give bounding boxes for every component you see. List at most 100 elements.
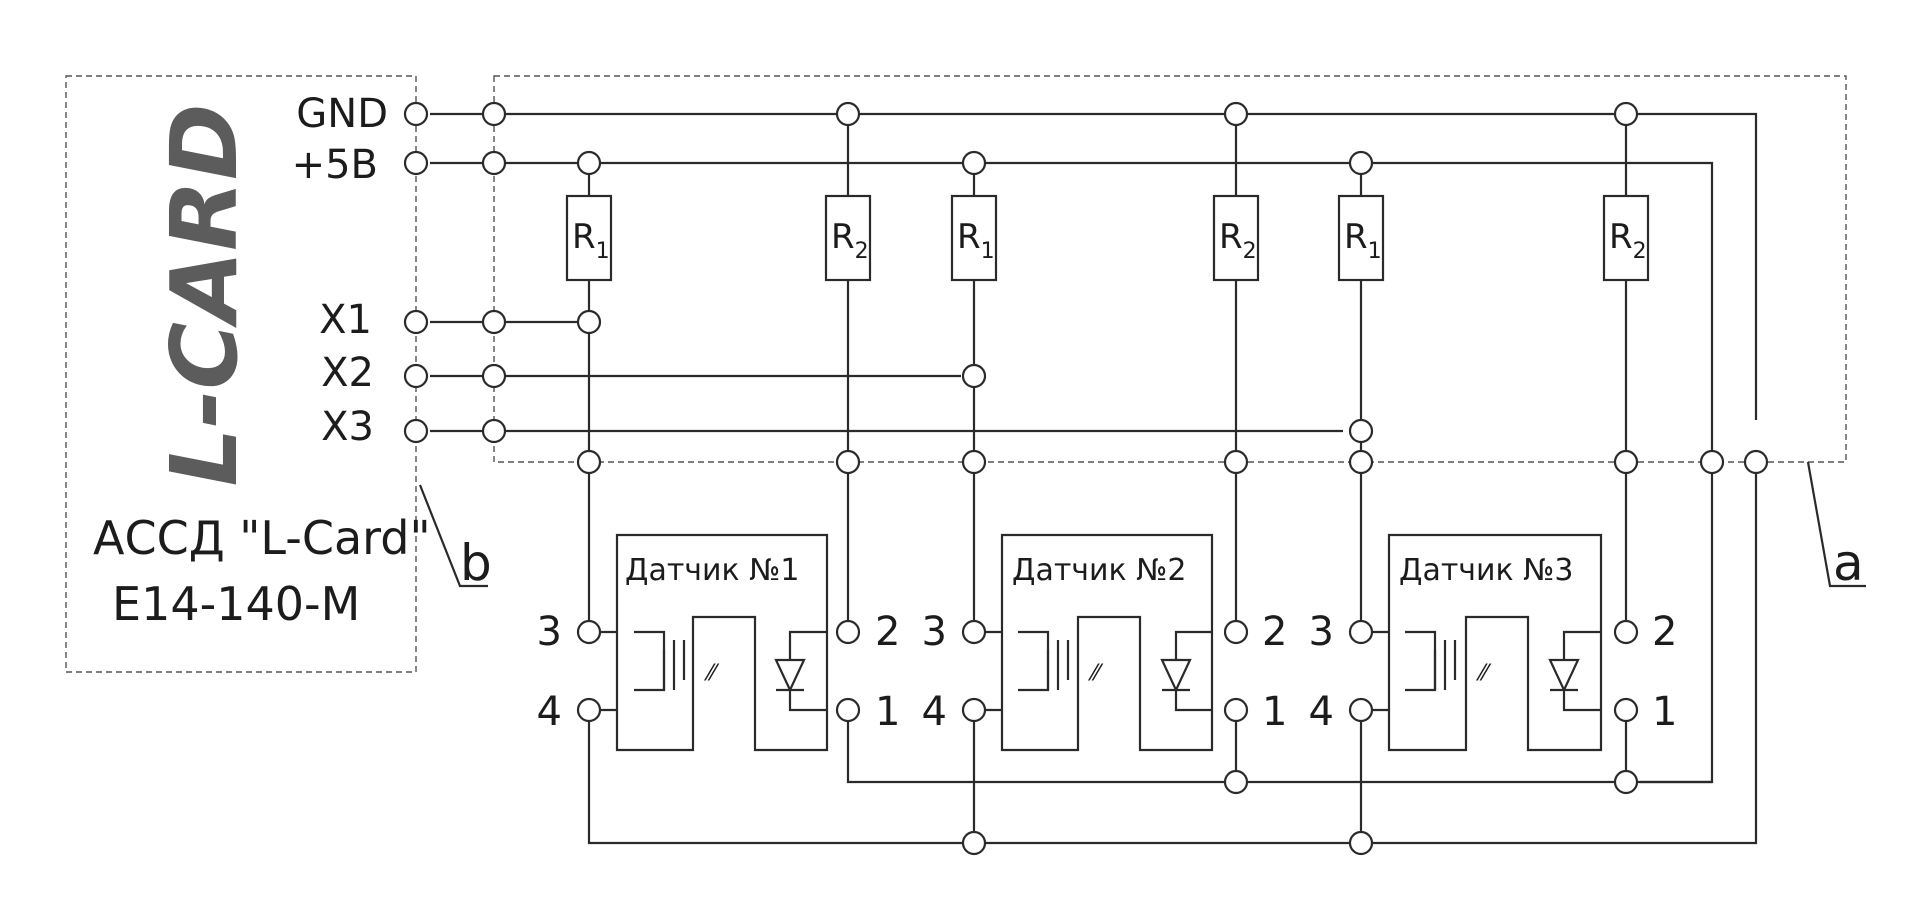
junction-node: [1223, 769, 1249, 795]
junction-node: [1348, 830, 1374, 856]
light-rays-icon: ⁄⁄: [703, 661, 720, 686]
terminal-label-x1: X1: [319, 297, 372, 343]
board-node: [481, 101, 507, 127]
sensor-pin-node: [961, 697, 987, 723]
board-edge-node: [1613, 449, 1639, 475]
pin-label: 1: [1652, 689, 1677, 735]
board-edge-node: [576, 449, 602, 475]
terminal-node: [403, 363, 429, 389]
resistor-r2-b: [1212, 194, 1260, 282]
terminal-node: [403, 150, 429, 176]
phototransistor-icon: [1018, 630, 1070, 692]
logo-text: L-CARD: [151, 104, 258, 487]
device-title: АССД "L-Card": [93, 511, 431, 565]
pin-label: 2: [875, 609, 900, 655]
terminal-label-x3: X3: [321, 404, 374, 450]
callout-b-leader: [418, 484, 488, 588]
board-node: [481, 418, 507, 444]
sensor-pin-node: [1613, 619, 1639, 645]
resistor-label: R2: [1219, 217, 1257, 264]
pin-label: 3: [1309, 609, 1334, 655]
board-node: [481, 309, 507, 335]
junction-node: [1223, 101, 1249, 127]
sensor-title: Датчик №2: [1012, 553, 1186, 588]
junction-node: [961, 150, 987, 176]
junction-node: [1613, 769, 1639, 795]
junction-node: [835, 101, 861, 127]
terminal-node: [403, 101, 429, 127]
device-model: E14-140-M: [112, 577, 360, 631]
board-edge-node: [835, 449, 861, 475]
board-edge-node: [1348, 449, 1374, 475]
light-rays-icon: ⁄⁄: [1087, 661, 1104, 686]
photodiode-icon: [1160, 630, 1212, 712]
terminal-node: [403, 418, 429, 444]
junction-node: [576, 309, 602, 335]
resistor-r2-a: [824, 194, 872, 282]
photodiode-icon: [774, 630, 827, 712]
terminal-label-x2: X2: [321, 350, 374, 396]
pin-label: 3: [922, 609, 947, 655]
sensor-pin-node: [961, 619, 987, 645]
board-node: [481, 363, 507, 389]
pin-label: 1: [1262, 689, 1287, 735]
resistor-r2-c: [1602, 194, 1650, 282]
board-edge-node: [1699, 449, 1725, 475]
sensor-body: [615, 533, 829, 752]
sensor-pin-node: [1348, 697, 1374, 723]
resistor-label: R1: [572, 217, 610, 264]
resistor-r1-b: [950, 194, 998, 282]
sensor-pin-node: [835, 697, 861, 723]
sensor-title: Датчик №1: [625, 553, 799, 588]
junction-node: [1613, 101, 1639, 127]
sensor-pin-node: [1223, 619, 1249, 645]
phototransistor-icon: [1405, 630, 1457, 692]
junction-node: [1348, 418, 1374, 444]
resistor-label: R2: [831, 217, 869, 264]
junction-node: [1348, 150, 1374, 176]
board-edge-node: [1743, 449, 1769, 475]
connection-nodes: [403, 101, 1769, 856]
phototransistor-icon: [634, 630, 686, 692]
sensor-pin-node: [1613, 697, 1639, 723]
pin-label: 2: [1262, 609, 1287, 655]
terminal-label-gnd: GND: [296, 91, 388, 137]
sensor-1: Датчик №1 ⁄⁄ 3 4 2 1: [537, 533, 900, 752]
callout-a-label: a: [1833, 534, 1864, 592]
junction-node: [961, 830, 987, 856]
pin-label: 4: [537, 689, 562, 735]
adc-module-frame: [65, 75, 417, 673]
sensor-pin-node: [835, 619, 861, 645]
pin-label: 4: [1309, 689, 1334, 735]
board-frame: [493, 75, 1847, 463]
sensor-body: [1387, 533, 1603, 752]
pin-label: 2: [1652, 609, 1677, 655]
sensor-title: Датчик №3: [1399, 553, 1573, 588]
resistor-r1-a: [565, 194, 613, 282]
board-edge-node: [1223, 449, 1249, 475]
sensor-body: [1000, 533, 1214, 752]
pin-label: 4: [922, 689, 947, 735]
pin-label: 3: [537, 609, 562, 655]
terminal-node: [403, 309, 429, 335]
callout-b-label: b: [460, 534, 492, 592]
resistor-label: R1: [1344, 217, 1382, 264]
sensor-pin-node: [576, 697, 602, 723]
board-node: [481, 150, 507, 176]
junction-node: [576, 150, 602, 176]
sensor-pin-node: [576, 619, 602, 645]
resistors: R1 R2 R1 R2 R1 R2: [565, 194, 1650, 282]
callout-a-leader: [1806, 461, 1866, 588]
junction-node: [961, 363, 987, 389]
sensor-2: Датчик №2 ⁄⁄ 3 4 2 1: [922, 533, 1287, 752]
sensor-pin-node: [1348, 619, 1374, 645]
pin-label: 1: [875, 689, 900, 735]
light-rays-icon: ⁄⁄: [1475, 661, 1492, 686]
sensor-pin-node: [1223, 697, 1249, 723]
resistor-label: R1: [957, 217, 995, 264]
photodiode-icon: [1548, 630, 1601, 712]
board-edge-node: [961, 449, 987, 475]
resistor-r1-c: [1337, 194, 1385, 282]
terminal-label-5v: +5В: [292, 142, 378, 188]
